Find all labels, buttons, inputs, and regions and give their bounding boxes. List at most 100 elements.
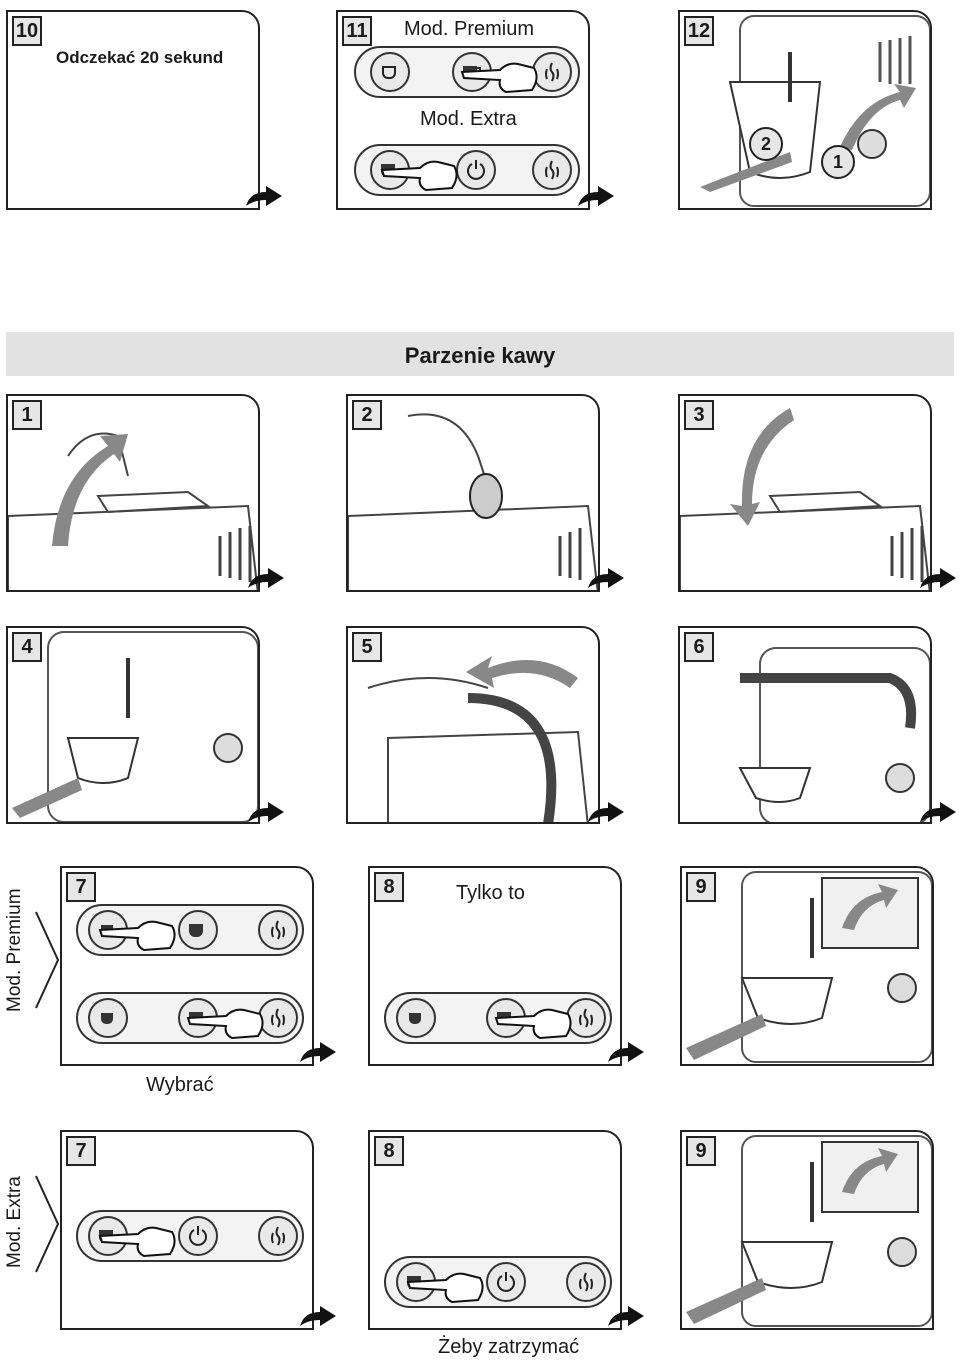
- mod-extra-label: Mod. Extra: [420, 108, 517, 130]
- step-number: 11: [342, 16, 372, 46]
- next-arrow-icon: [608, 1306, 644, 1326]
- next-arrow-icon: [248, 802, 284, 822]
- next-arrow-icon: [920, 568, 956, 588]
- cup-large-icon: [189, 924, 203, 937]
- step-number: 3: [684, 400, 714, 430]
- next-arrow-icon: [300, 1042, 336, 1062]
- chevron-right-icon: [35, 1175, 60, 1273]
- extra-button-panel: [384, 1256, 612, 1308]
- hand-pointer-icon: [460, 62, 538, 94]
- espresso-button[interactable]: [370, 52, 410, 92]
- premium-button-panel: [76, 904, 304, 956]
- lower-handle-illustration: [367, 656, 589, 822]
- next-arrow-icon: [246, 186, 282, 206]
- steam-icon: [271, 1226, 285, 1246]
- step-3-panel: 3: [678, 394, 932, 592]
- power-button[interactable]: [178, 1216, 218, 1256]
- step-2-panel: 2: [346, 394, 600, 592]
- next-arrow-icon: [248, 568, 284, 588]
- extra-step-8-caption: Żeby zatrzymać: [438, 1336, 580, 1358]
- remove-cup-illustration: [686, 871, 932, 1063]
- power-icon: [467, 160, 485, 180]
- step-6-panel: 6: [678, 626, 932, 824]
- espresso-button[interactable]: [396, 998, 436, 1038]
- espresso-button[interactable]: [88, 998, 128, 1038]
- step-number: 8: [374, 872, 404, 902]
- premium-step-7-caption: Wybrać: [146, 1074, 214, 1096]
- next-arrow-icon: [920, 802, 956, 822]
- step-number: 5: [352, 632, 382, 662]
- hand-pointer-icon: [380, 160, 458, 192]
- steam-icon: [579, 1008, 593, 1028]
- premium-button-panel: [384, 992, 612, 1044]
- premium-button-panel: [76, 992, 304, 1044]
- callout-2: 2: [761, 134, 772, 154]
- cup-icon: [409, 1013, 421, 1024]
- steam-button[interactable]: [258, 910, 298, 950]
- step-number: 7: [66, 872, 96, 902]
- extra-button-panel: [76, 1210, 304, 1262]
- steam-icon: [271, 1008, 285, 1028]
- next-arrow-icon: [588, 802, 624, 822]
- cup-icon: [382, 66, 396, 79]
- steam-button[interactable]: [566, 1262, 606, 1302]
- remove-cup-illustration: [686, 1135, 932, 1327]
- next-arrow-icon: [300, 1306, 336, 1326]
- place-cup-illustration: [12, 631, 258, 822]
- chevron-right-icon: [35, 911, 60, 1009]
- close-lid-illustration: [680, 408, 930, 590]
- hand-pointer-icon: [186, 1008, 264, 1040]
- steam-button[interactable]: [532, 150, 572, 190]
- power-icon: [189, 1226, 207, 1246]
- steam-icon: [545, 62, 559, 82]
- steam-icon: [271, 920, 285, 940]
- step-5-panel: 5: [346, 626, 600, 824]
- premium-button-panel: [354, 46, 580, 98]
- steam-button[interactable]: [258, 1216, 298, 1256]
- hand-pointer-icon: [406, 1272, 484, 1304]
- step-number: 12: [684, 16, 714, 46]
- step-number: 8: [374, 1136, 404, 1166]
- premium-step-8-panel: 8 Tylko to: [368, 866, 622, 1066]
- hand-pointer-icon: [98, 920, 176, 952]
- hand-pointer-icon: [98, 1226, 176, 1258]
- step-11-panel: 11 Mod. Premium Mod. Extra: [336, 10, 590, 210]
- coffee-button[interactable]: [178, 910, 218, 950]
- step-number: 2: [352, 400, 382, 430]
- machine-milk-illustration: [700, 15, 930, 207]
- power-button[interactable]: [486, 1262, 526, 1302]
- next-arrow-icon: [578, 186, 614, 206]
- hand-pointer-icon: [494, 1008, 572, 1040]
- steam-icon: [545, 160, 559, 180]
- callout-1: 1: [833, 152, 844, 172]
- power-icon: [497, 1272, 515, 1292]
- step-4-panel: 4: [6, 626, 260, 824]
- section-title: Parzenie kawy: [6, 332, 954, 376]
- step-number: 4: [12, 632, 42, 662]
- premium-step-8-caption: Tylko to: [456, 882, 525, 904]
- mod-premium-label: Mod. Premium: [404, 18, 535, 40]
- next-arrow-icon: [588, 568, 624, 588]
- extra-step-7-panel: 7: [60, 1130, 314, 1330]
- steam-button[interactable]: [258, 998, 298, 1038]
- step-number: 7: [66, 1136, 96, 1166]
- extra-step-9-panel: 9: [680, 1130, 934, 1330]
- step-number: 9: [686, 1136, 716, 1166]
- handle-closed-illustration: [738, 647, 930, 822]
- power-button[interactable]: [456, 150, 496, 190]
- step-1-panel: 1: [6, 394, 260, 592]
- premium-side-label: Mod. Premium: [4, 888, 25, 1012]
- extra-step-8-panel: 8: [368, 1130, 622, 1330]
- premium-step-9-panel: 9: [680, 866, 934, 1066]
- cup-icon: [101, 1013, 113, 1024]
- step-number: 10: [12, 16, 42, 46]
- insert-capsule-illustration: [348, 413, 598, 590]
- premium-step-7-panel: 7: [60, 866, 314, 1066]
- step-number: 9: [686, 872, 716, 902]
- step-12-panel: 12 1 2: [678, 10, 932, 210]
- extra-button-panel: [354, 144, 580, 196]
- step-10-panel: 10 Odczekać 20 sekund: [6, 10, 260, 210]
- step-number: 6: [684, 632, 714, 662]
- step-10-text: Odczekać 20 sekund: [56, 48, 224, 67]
- next-arrow-icon: [608, 1042, 644, 1062]
